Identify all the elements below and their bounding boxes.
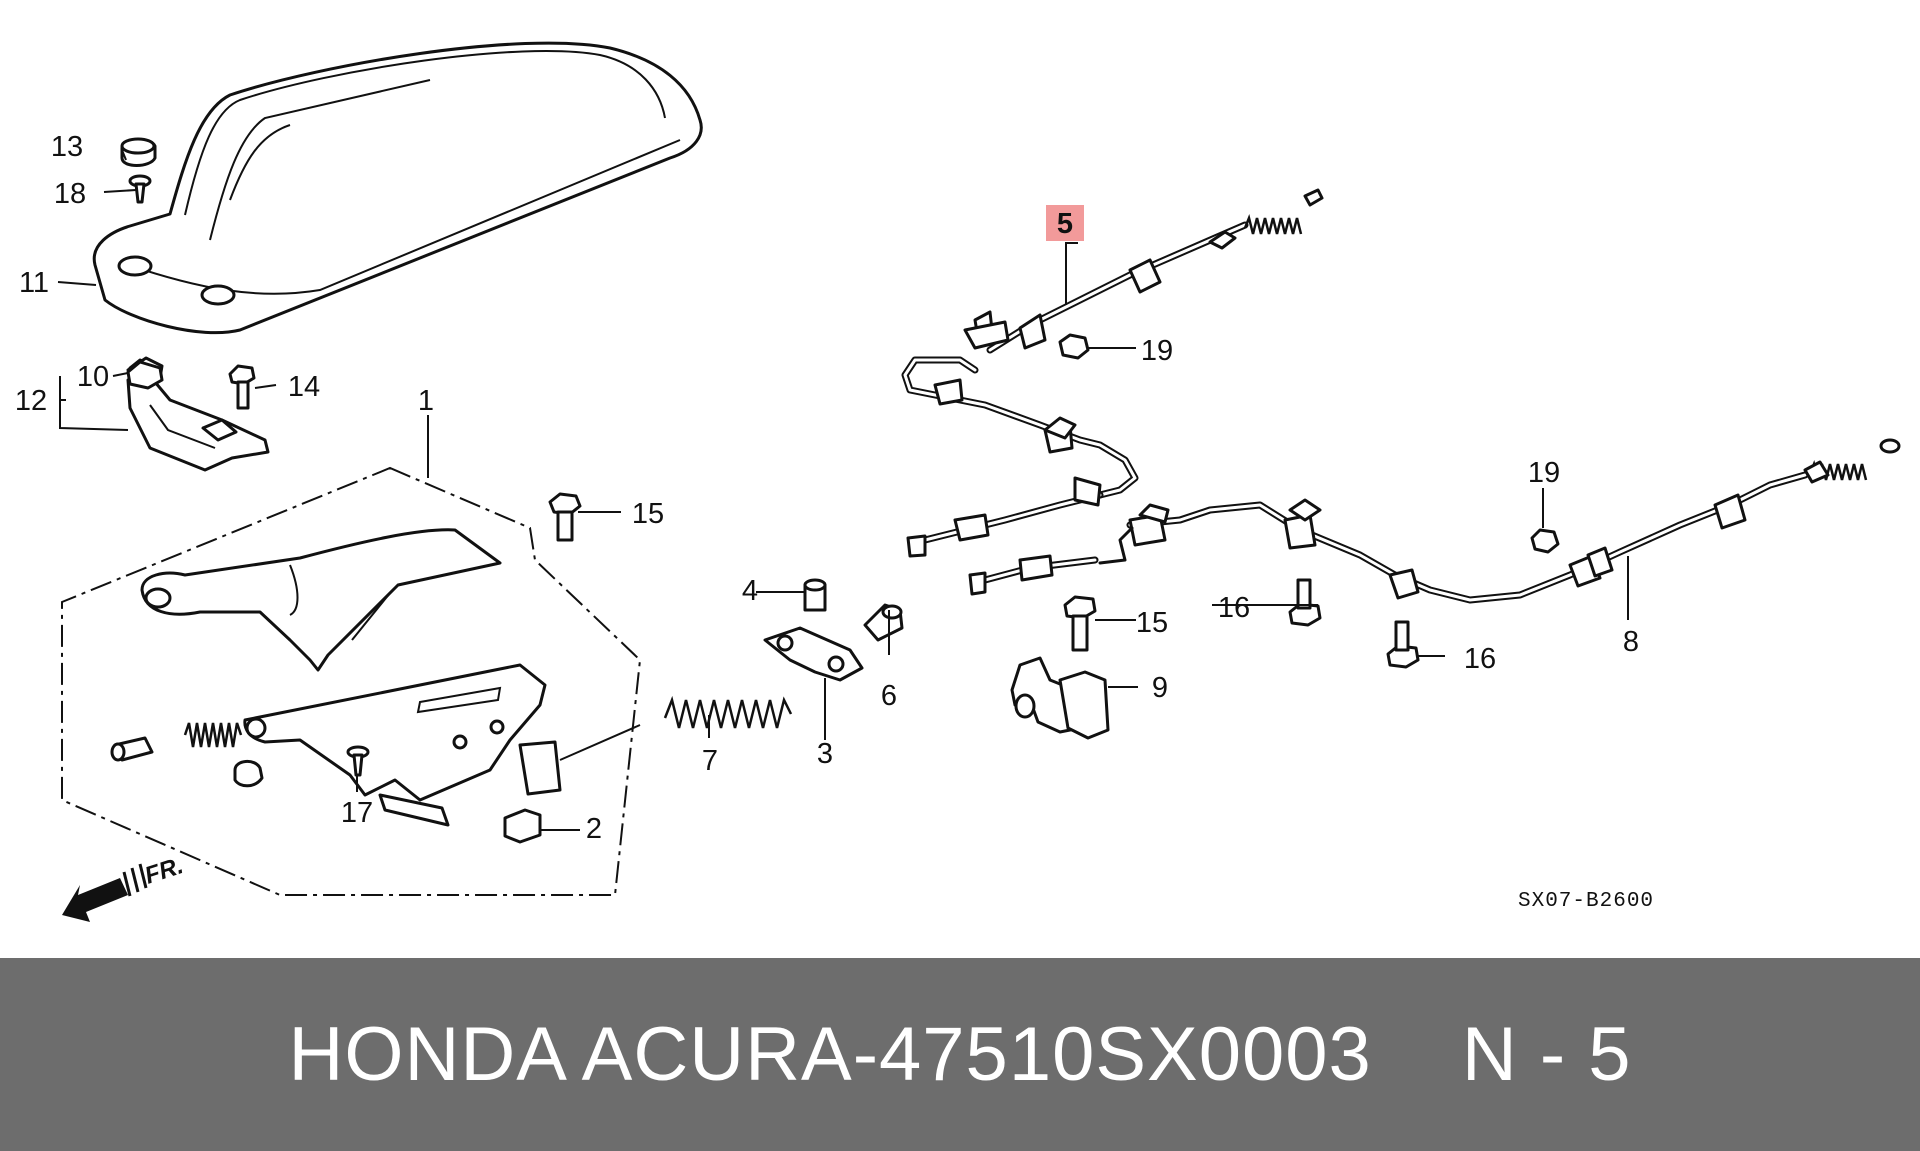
drawing-code: SX07-B2600 <box>1518 890 1654 913</box>
callout-14: 14 <box>288 371 320 403</box>
callout-10: 10 <box>77 361 109 393</box>
callout-9: 9 <box>1152 672 1168 704</box>
adjuster-pin-part <box>863 603 904 642</box>
return-spring-part <box>663 695 793 729</box>
callout-18: 18 <box>54 178 86 210</box>
nut-upper-part <box>1058 333 1090 360</box>
callout-5: 5 <box>1057 208 1073 240</box>
callout-16-right: 16 <box>1218 592 1250 624</box>
parking-brake-cable-left-part <box>901 188 1324 558</box>
assembly-outline <box>61 466 642 896</box>
front-direction-marker: FR. <box>62 852 187 922</box>
switch-part <box>503 808 542 844</box>
callout-4: 4 <box>742 575 758 607</box>
equalizer-part <box>763 626 864 740</box>
lever-arm-part <box>243 663 641 827</box>
parking-brake-parts-diagram: FR. 1 2 3 4 5 6 7 8 9 10 11 12 13 14 <box>15 41 1901 922</box>
nut-lower-part <box>1530 528 1560 554</box>
bolt-upper-part <box>548 492 582 542</box>
callout-8: 8 <box>1623 626 1639 658</box>
front-marker-label: FR. <box>142 852 187 890</box>
lever-pin-part <box>110 736 154 762</box>
console-cover-part <box>92 41 703 335</box>
callout-19-lower: 19 <box>1528 457 1560 489</box>
lever-spring-part <box>183 722 243 748</box>
leader-lines <box>57 149 1629 831</box>
footer-caption: HONDA ACURA - 47510SX0003 N - 5 <box>0 958 1920 1151</box>
callout-12: 12 <box>15 385 47 417</box>
nut-part <box>126 360 164 390</box>
bolt-16-left-part <box>1386 620 1420 669</box>
screw-small-part <box>346 745 370 777</box>
callout-11: 11 <box>19 267 49 299</box>
callout-1: 1 <box>418 385 434 417</box>
callout-6: 6 <box>881 680 897 712</box>
cable-bracket-part <box>1010 656 1110 740</box>
highlighted-callout-box <box>1046 205 1084 241</box>
brake-lever-part <box>140 528 502 672</box>
bushing-part <box>803 578 827 612</box>
callout-16-left: 16 <box>1464 643 1496 675</box>
screw-part <box>128 174 152 204</box>
footer-bar: HONDA ACURA - 47510SX0003 N - 5 <box>0 958 1920 1151</box>
footer-dash: - <box>852 1012 880 1097</box>
callout-17: 17 <box>341 797 373 829</box>
callout-3: 3 <box>817 738 833 770</box>
callout-19-upper: 19 <box>1141 335 1173 367</box>
parking-brake-cable-right-part <box>968 438 1901 604</box>
callout-2: 2 <box>586 813 602 845</box>
footer-brand: HONDA ACURA <box>288 1012 853 1097</box>
bolt-lower-part <box>1063 595 1097 652</box>
callout-15-upper: 15 <box>632 498 664 530</box>
footer-position: N - 5 <box>1461 1012 1632 1097</box>
bolt-part <box>228 364 256 410</box>
callout-13: 13 <box>51 131 83 163</box>
callout-7: 7 <box>702 745 718 777</box>
footer-part-number: 47510SX0003 <box>879 1012 1372 1097</box>
cap-part <box>120 137 157 167</box>
lever-clip-part <box>233 760 264 788</box>
callout-15-lower: 15 <box>1136 607 1168 639</box>
bolt-16-right-part <box>1288 578 1322 627</box>
